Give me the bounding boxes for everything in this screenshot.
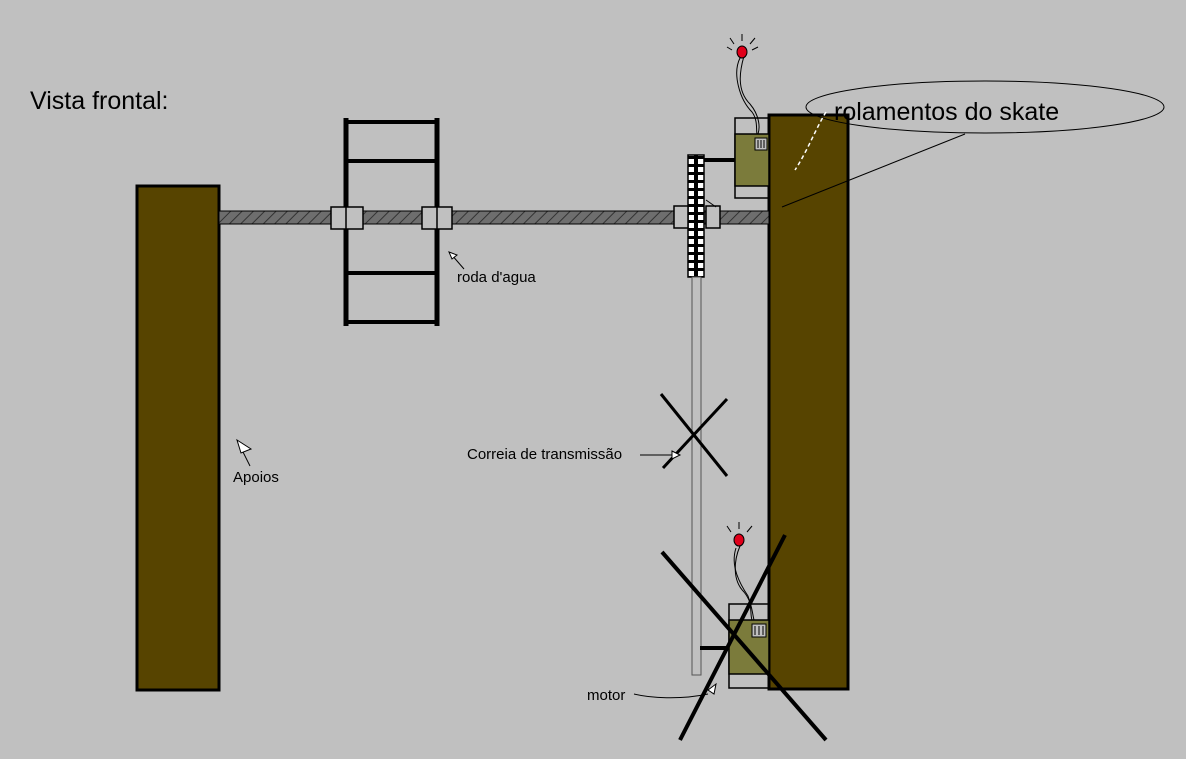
water-wheel — [330, 118, 453, 326]
bottom-motor — [700, 603, 770, 689]
shaft-leader — [705, 199, 717, 208]
motor-leader — [633, 682, 717, 699]
left-support-post — [135, 184, 221, 692]
bearings-callout — [781, 80, 1165, 208]
belt-label: Correia de transmissão — [467, 446, 623, 463]
water-wheel-label: roda d'agua — [457, 269, 536, 286]
motor-label: motor — [587, 687, 626, 704]
supports-label: Apoios — [233, 469, 279, 486]
top-motor — [734, 117, 770, 199]
top-led — [726, 34, 760, 135]
bearings-label: rolamentos do skate — [834, 98, 1060, 126]
shaft-gear — [673, 154, 736, 278]
belt-leader — [640, 450, 682, 460]
supports-leader — [236, 438, 253, 467]
water-wheel-leader — [448, 251, 465, 270]
bottom-led — [726, 522, 755, 621]
transmission-belt — [691, 276, 702, 676]
diagram-title: Vista frontal: — [30, 87, 169, 115]
motor-cross-mark — [660, 534, 828, 742]
right-support-post — [767, 113, 850, 691]
